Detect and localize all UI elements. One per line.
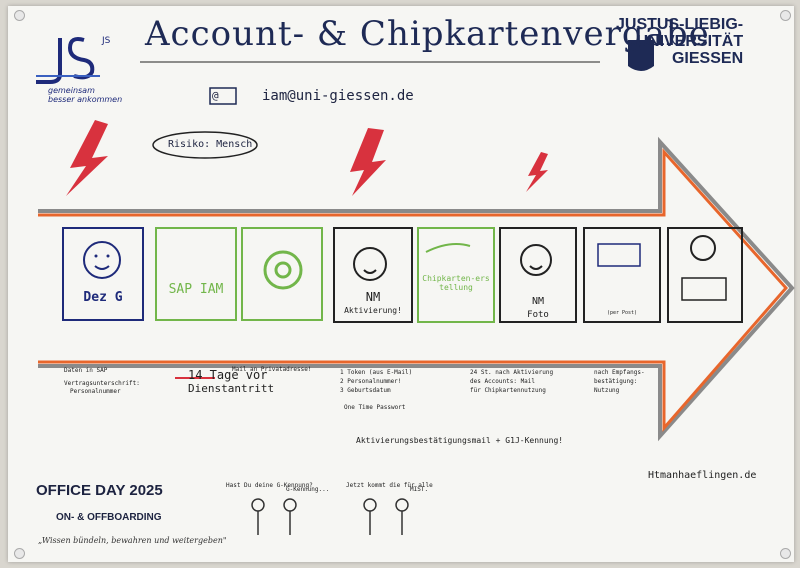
process-arrow-outline: [38, 136, 795, 442]
note-std1: 24 St. nach Aktivierung: [470, 369, 554, 376]
speech-bubble: G-Kennung...: [286, 486, 330, 493]
lightning-icon: [350, 128, 386, 196]
speech-bubble: MIST.: [410, 486, 429, 493]
note-daten-sap: Daten in SAP: [64, 367, 108, 374]
note-pnr: 2 Personalnummer!: [340, 378, 402, 385]
office-day-title: OFFICE DAY 2025: [36, 482, 163, 499]
card-sublabel: Aktivierung!: [344, 306, 402, 315]
note-std2: des Accounts: Mail: [470, 378, 536, 385]
note-empf1: nach Empfangs-: [594, 369, 645, 376]
note-vertrag: Vertragsunterschrift:: [64, 380, 140, 387]
card-final: [667, 227, 743, 323]
note-geb: 3 Geburtsdatum: [340, 387, 391, 394]
process-arrow-orange: [38, 148, 789, 433]
pin: [780, 10, 791, 21]
card-nm-activation: [333, 227, 413, 323]
note-aktivierung: Aktivierungsbestätigungsmail + G1J-Kennu…: [356, 436, 564, 445]
card-label: NM: [365, 290, 381, 304]
page-title: Account- & Chipkartenvergabe: [145, 14, 710, 54]
lightning-icon: [66, 120, 108, 196]
note-empf2: bestätigung:: [594, 378, 638, 385]
speech-bubble: Hast Du deine G-Kennung?: [226, 482, 313, 489]
note-otp: One Time Passwort: [344, 404, 406, 411]
risk-label: Risiko: Mensch: [168, 139, 253, 150]
pin: [14, 10, 25, 21]
note-token: 1 Token (aus E-Mail): [340, 369, 413, 376]
note-personalnummer: Personalnummer: [70, 388, 121, 395]
contact-email: iam@uni-giessen.de: [262, 88, 414, 104]
person-sketches: [251, 498, 409, 535]
card-dezg: [62, 227, 144, 321]
card-post: [583, 227, 661, 323]
card-label: Chipkarten-erstellung: [422, 274, 490, 292]
lightning-icon: [526, 152, 548, 192]
pin: [780, 548, 791, 559]
speech-bubble: Jetzt kommt die für alle: [346, 482, 433, 489]
logo-letters: JS: [102, 36, 111, 46]
card-label: SAP IAM: [168, 282, 224, 297]
flipchart-paper: [8, 6, 794, 562]
card-email: [241, 227, 323, 321]
card-nm-photo: [499, 227, 577, 323]
signature: Htmanhaeflingen.de: [648, 470, 757, 481]
card-chipcard: [417, 227, 495, 323]
note-std3: für Chipkartennutzung: [470, 387, 546, 394]
note-dienstantritt: Dienstantritt: [188, 382, 275, 395]
card-sublabel: Foto: [527, 310, 549, 320]
card-label: (per Post): [606, 310, 638, 316]
card-sap-iam: [155, 227, 237, 321]
card-label: Dez G: [83, 290, 123, 305]
onoff-label: ON- & OFFBOARDING: [56, 512, 162, 523]
note-mail: Mail an Privatadresse!: [232, 366, 312, 373]
note-tage: 14 Tage vor: [188, 368, 268, 382]
quote: „Wissen bündeln, bewahren und weitergebe…: [38, 536, 227, 545]
university-name: JUSTUS-LIEBIG- UNIVERSITÄT GIESSEN: [616, 16, 744, 67]
pin: [14, 548, 25, 559]
card-label: NM: [531, 296, 545, 307]
note-empf3: Nutzung: [594, 387, 620, 394]
